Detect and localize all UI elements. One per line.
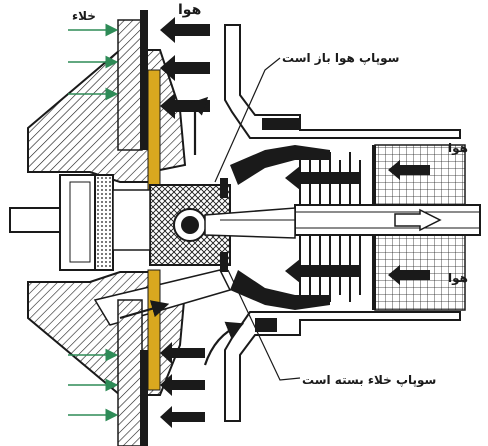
air-flow-arrows-internal [285, 160, 430, 285]
vacuum-arrows-bottom [68, 348, 119, 422]
label-air-right-lower: هوا [448, 271, 468, 286]
air-arrows-bottom [160, 342, 205, 428]
vacuum-arrows-top [68, 23, 119, 101]
diaphragm-plates [117, 10, 161, 446]
outer-shell [224, 24, 461, 422]
air-arrows-top [160, 17, 210, 119]
flow-arrows-curved [119, 96, 245, 366]
output-rod [9, 174, 151, 271]
leader-lines [214, 57, 301, 381]
label-vacuum-top: خلاء [72, 9, 96, 23]
label-vacuum-valve-closed: سوپاپ خلاء بسته است [302, 373, 436, 388]
label-air-valve-open: سوپاپ هوا باز است [282, 51, 399, 66]
label-air-top: هوا [178, 2, 201, 18]
label-air-right-upper: هوا [448, 141, 468, 156]
input-push-rod [294, 204, 481, 236]
valve-body [149, 178, 296, 272]
